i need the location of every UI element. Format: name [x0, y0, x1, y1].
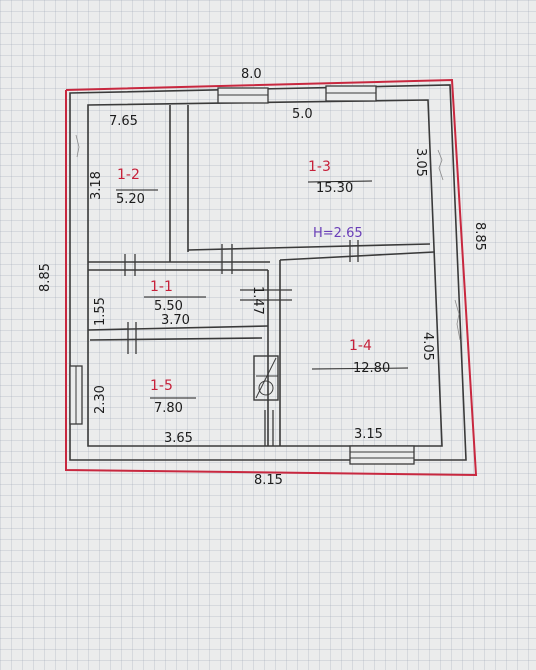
dim-room2-height: 3.18	[89, 171, 104, 200]
dim-corridor-bottom: 3.70	[161, 313, 190, 328]
window-top-right	[325, 85, 377, 102]
room-1-1-area: 5.50	[154, 299, 183, 314]
dim-room3-height: 3.05	[413, 148, 428, 177]
dim-top-room3: 5.0	[292, 107, 313, 122]
stove-symbol	[253, 355, 279, 401]
outer-wall-inner-line	[87, 99, 443, 447]
room-1-4-id: 1-4	[349, 338, 372, 354]
dimension-lines	[116, 180, 409, 399]
outer-wall-outer-line	[69, 84, 467, 461]
partition-upper-horizontal	[88, 243, 435, 271]
room-1-5-id: 1-5	[150, 378, 173, 394]
partition-room4-left	[267, 260, 281, 446]
room-1-2-id: 1-2	[117, 167, 140, 183]
room-1-1-id: 1-1	[150, 279, 173, 295]
room-1-3-area: 15.30	[316, 181, 354, 196]
dim-corridor-left: 1.55	[93, 297, 108, 326]
partition-corridor-room5	[87, 325, 269, 341]
outer-outline	[65, 78, 478, 477]
room-1-2-area: 5.20	[116, 192, 145, 207]
partition-room2-room3	[169, 105, 189, 262]
dim-right-overall: 8.85	[472, 222, 487, 251]
room-1-3-id: 1-3	[308, 159, 331, 175]
door-bottom	[349, 445, 415, 465]
room-1-5-area: 7.80	[154, 401, 183, 416]
dim-room5-height: 2.30	[93, 385, 108, 414]
room-1-4-area: 12.80	[353, 361, 391, 376]
window-left	[69, 365, 83, 425]
dim-top-overall: 8.0	[241, 67, 262, 82]
dim-room5-bottom: 3.65	[164, 431, 193, 446]
ceiling-height: H=2.65	[313, 226, 363, 241]
pencil-scribbles	[75, 134, 461, 341]
dim-corridor-right: 1.47	[250, 286, 265, 315]
dim-room4-height: 4.05	[420, 332, 435, 361]
dim-left-overall: 8.85	[38, 263, 53, 292]
window-top-left	[217, 87, 269, 104]
dim-room2-top: 7.65	[109, 114, 138, 129]
door-marks	[124, 240, 359, 446]
dim-room4-bottom: 3.15	[354, 427, 383, 442]
dim-bottom-overall: 8.15	[254, 473, 283, 488]
